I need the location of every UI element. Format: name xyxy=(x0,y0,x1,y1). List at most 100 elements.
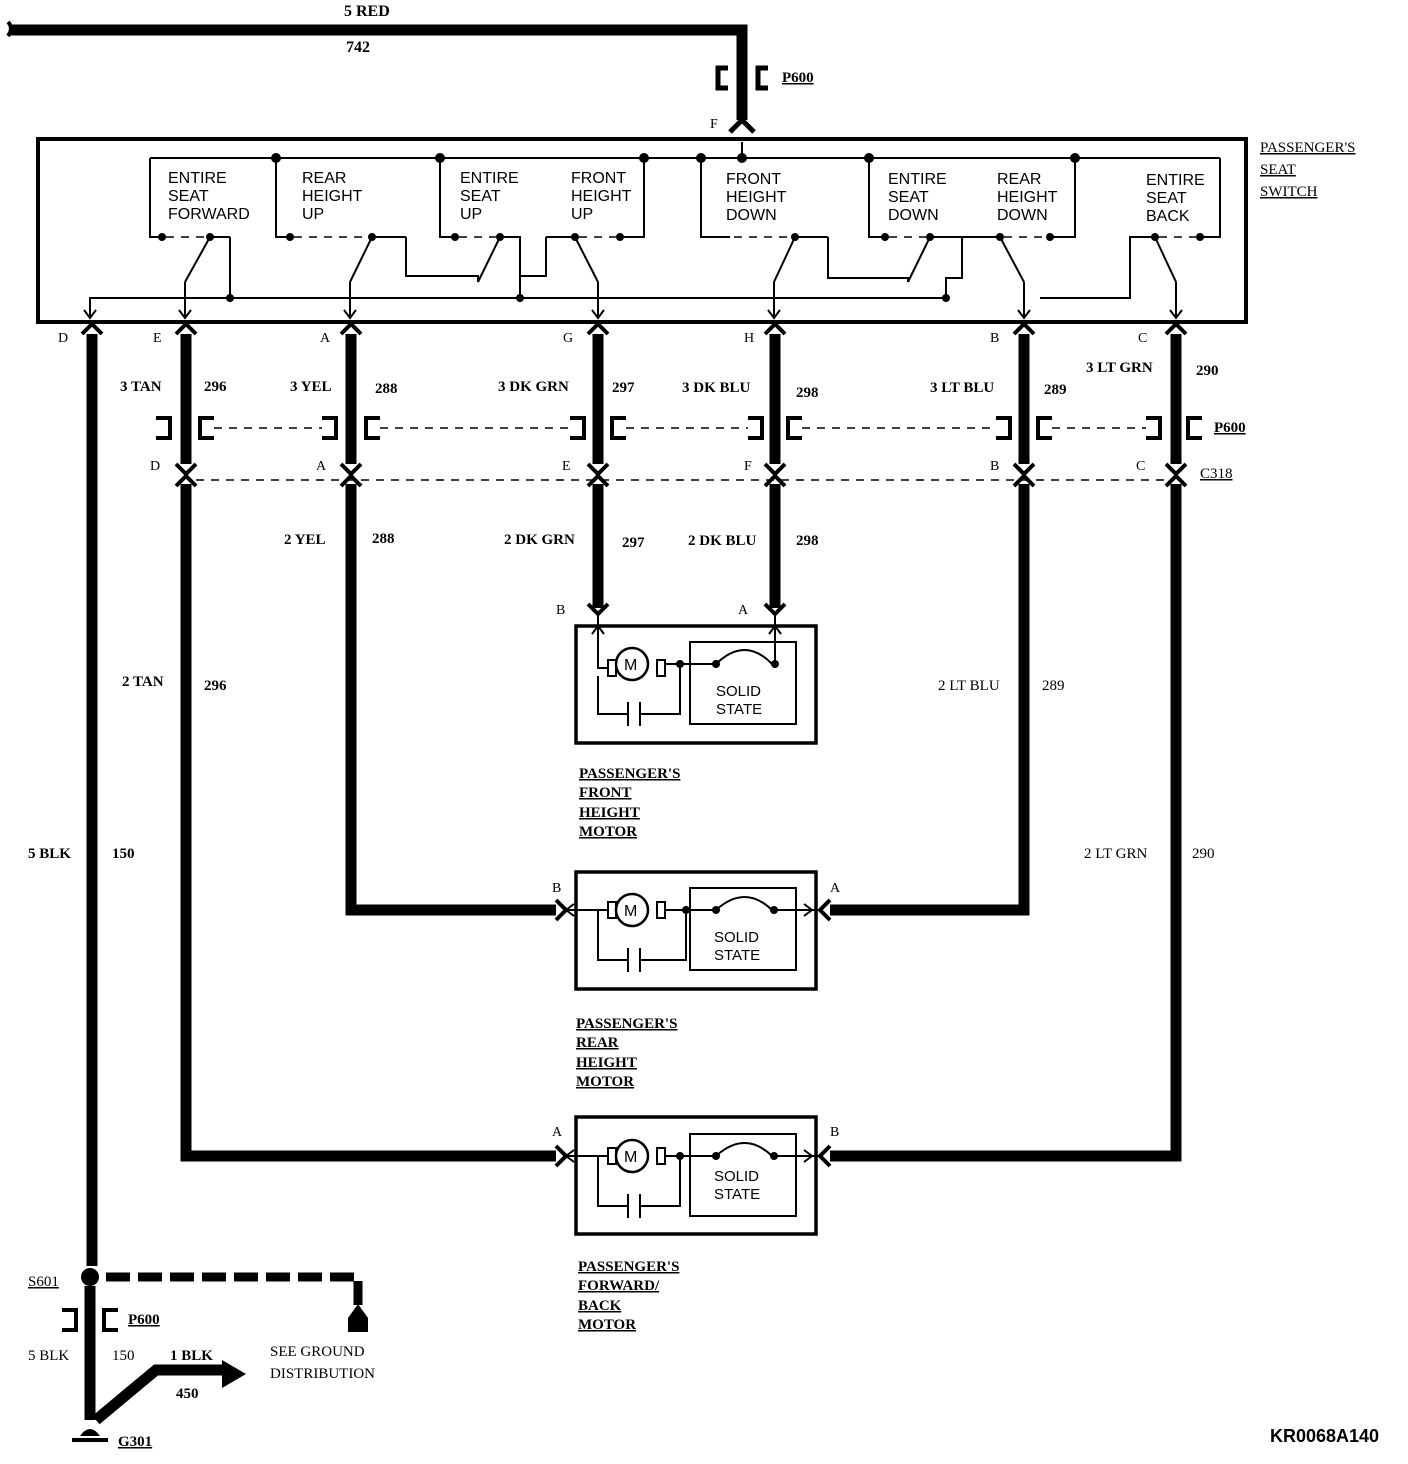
ground-point-label: G301 xyxy=(118,1434,152,1450)
lower-ltgrn-circuit: 290 xyxy=(1192,846,1215,862)
contact-7-line-3: DOWN xyxy=(997,207,1048,224)
motor-2-name-4: MOTOR xyxy=(576,1074,634,1090)
lower-tan-color: 2 TAN xyxy=(122,674,164,690)
contact-3-line-3: UP xyxy=(460,206,482,223)
upper-wire-1-color: 3 TAN xyxy=(120,379,162,395)
switch-pin-e: E xyxy=(153,331,162,346)
splice-dot xyxy=(81,1268,99,1286)
front-height-motor: M SOLID STATE B A PASSENGER'S FRONT HEIG… xyxy=(556,603,818,840)
upper-wire-2-circuit: 288 xyxy=(375,381,398,397)
contact-3-line-1: ENTIRE xyxy=(460,170,519,187)
upper-wire-6-color: 3 LT GRN xyxy=(1086,360,1153,376)
lower-yel-color: 2 YEL xyxy=(284,532,326,548)
switch-title-1: PASSENGER'S xyxy=(1260,140,1356,156)
ground-wire1-circuit: 150 xyxy=(112,1348,135,1364)
ground-wire2-color: 1 BLK xyxy=(170,1348,213,1364)
motor-3-module-2: STATE xyxy=(714,1186,760,1203)
feed-color: 5 RED xyxy=(344,3,390,20)
upper-wire-5-color: 3 LT BLU xyxy=(930,380,994,396)
contact-6-line-3: DOWN xyxy=(888,207,939,224)
motor-3-name-1: PASSENGER'S xyxy=(578,1259,679,1275)
switch-pin-g: G xyxy=(563,331,573,346)
motor-2-name-3: HEIGHT xyxy=(576,1055,637,1071)
upper-wire-1-circuit: 296 xyxy=(204,379,227,395)
motor-3-name-3: BACK xyxy=(578,1298,622,1314)
contact-2-line-3: UP xyxy=(302,206,324,223)
contact-8-line-1: ENTIRE xyxy=(1146,172,1205,189)
switch-title-2: SEAT xyxy=(1260,162,1296,178)
contact-6-line-2: SEAT xyxy=(888,189,929,206)
motor-3-name-2: FORWARD/ xyxy=(578,1278,660,1294)
p600-label: P600 xyxy=(1214,420,1246,436)
lower-dkblu-circuit: 298 xyxy=(796,533,819,549)
contact-4-line-2: HEIGHT xyxy=(571,188,632,205)
motor-3-name-4: MOTOR xyxy=(578,1317,636,1333)
motor-3-pin-left: A xyxy=(552,1125,563,1140)
ground-circuit: S601 P600 5 BLK 150 1 BLK 450 SEE GROUND… xyxy=(28,1268,375,1450)
motor-1-name-4: MOTOR xyxy=(579,824,637,840)
c318-label: C318 xyxy=(1200,466,1233,482)
motor-3-module-1: SOLID xyxy=(714,1168,759,1185)
harness: P600 C318 D A E F B C 3 TAN 296 3 YEL 28… xyxy=(28,321,1246,1266)
feed-circuit: 742 xyxy=(346,39,370,56)
motor-1-module-2: STATE xyxy=(716,701,762,718)
lower-dkgrn-color: 2 DK GRN xyxy=(504,532,575,548)
c318-pin-4: F xyxy=(744,459,752,474)
motor-1-name-3: HEIGHT xyxy=(579,805,640,821)
wire-arrow-icon xyxy=(222,1360,246,1388)
motor-3-pin-right: B xyxy=(830,1125,839,1140)
splice-label: S601 xyxy=(28,1274,59,1290)
contact-5-line-3: DOWN xyxy=(726,207,777,224)
motor-2-name-2: REAR xyxy=(576,1035,619,1051)
motor-2-pin-right: A xyxy=(830,881,841,896)
switch-pin-a: A xyxy=(320,331,331,346)
motor-1-name-1: PASSENGER'S xyxy=(579,766,680,782)
ground-ref-arrow-icon xyxy=(348,1304,368,1318)
forward-back-motor: M SOLID STATE A B PASSENGER'S FORWARD/ B… xyxy=(552,1115,839,1333)
contact-7-line-1: REAR xyxy=(997,171,1041,188)
motor-1-name-2: FRONT xyxy=(579,785,632,801)
contact-4-line-1: FRONT xyxy=(571,170,626,187)
rear-height-motor: M SOLID STATE B A PASSENGER'S REAR HEIGH… xyxy=(552,870,841,1090)
contact-5-line-1: FRONT xyxy=(726,171,781,188)
switch-pin-b: B xyxy=(990,331,999,346)
feed-connector-label: P600 xyxy=(782,70,814,86)
motor-1-pin-left: B xyxy=(556,603,565,618)
contact-4-line-3: UP xyxy=(571,206,593,223)
motor-1-pin-right: A xyxy=(738,603,749,618)
motor-2-module-2: STATE xyxy=(714,947,760,964)
upper-wire-2-color: 3 YEL xyxy=(290,379,332,395)
lower-yel-circuit: 288 xyxy=(372,531,395,547)
motor-1-symbol: M xyxy=(624,657,637,674)
c318-pin-1: D xyxy=(150,459,160,474)
diagram-id: KR0068A140 xyxy=(1270,1426,1379,1446)
switch-pin-f: F xyxy=(710,117,718,132)
motor-2-symbol: M xyxy=(624,903,637,920)
switch-housing xyxy=(36,137,1248,324)
motor-2-name-1: PASSENGER'S xyxy=(576,1016,677,1032)
ground-wire1-color: 5 BLK xyxy=(28,1348,69,1364)
ground-note-1: SEE GROUND xyxy=(270,1344,365,1360)
upper-wire-6-circuit: 290 xyxy=(1196,363,1219,379)
upper-wire-5-circuit: 289 xyxy=(1044,382,1067,398)
upper-wire-3-circuit: 297 xyxy=(612,380,635,396)
c318-pin-2: A xyxy=(316,459,327,474)
lower-tan-circuit: 296 xyxy=(204,678,227,694)
switch-pin-c: C xyxy=(1138,331,1147,346)
contact-2-line-2: HEIGHT xyxy=(302,188,363,205)
motor-2-pin-left: B xyxy=(552,881,561,896)
switch-title-3: SWITCH xyxy=(1260,184,1318,200)
contact-2-line-1: REAR xyxy=(302,170,346,187)
contact-1-line-1: ENTIRE xyxy=(168,170,227,187)
passengers-seat-switch: PASSENGER'S SEAT SWITCH xyxy=(36,137,1356,346)
lower-ltgrn-color: 2 LT GRN xyxy=(1084,846,1148,862)
ground-connector-label: P600 xyxy=(128,1312,160,1328)
contact-8-line-3: BACK xyxy=(1146,208,1190,225)
lower-ltblu-circuit: 289 xyxy=(1042,678,1065,694)
lower-blk-color: 5 BLK xyxy=(28,846,71,862)
upper-wire-3-color: 3 DK GRN xyxy=(498,379,569,395)
upper-wire-4-color: 3 DK BLU xyxy=(682,380,751,396)
motor-3-symbol: M xyxy=(624,1149,637,1166)
contact-7-line-2: HEIGHT xyxy=(997,189,1058,206)
